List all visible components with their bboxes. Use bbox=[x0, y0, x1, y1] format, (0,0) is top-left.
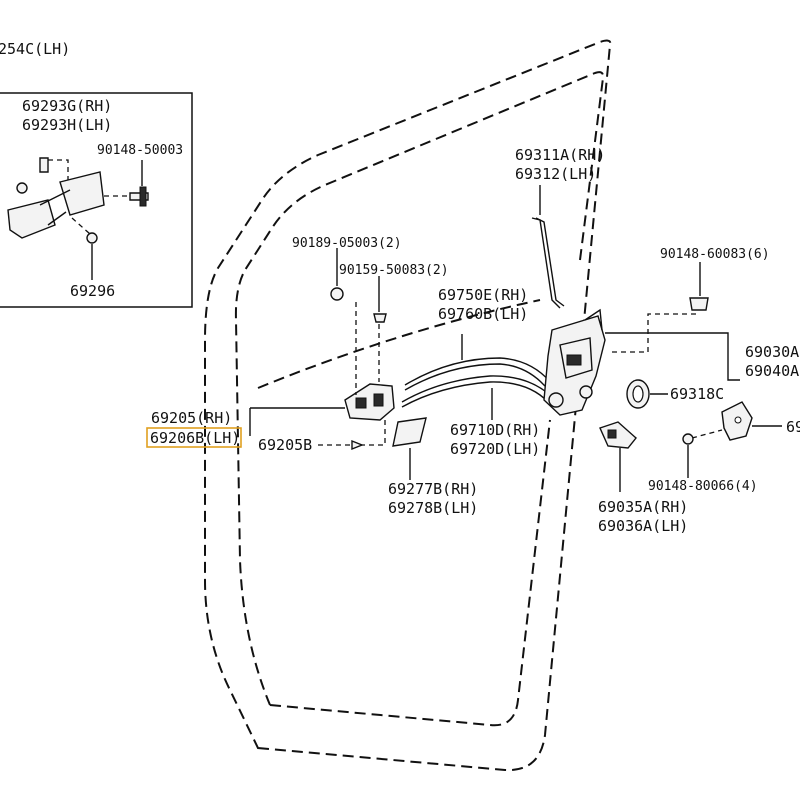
label-cable-rh: 69750E(RH) bbox=[438, 286, 528, 304]
striker-screw-dash bbox=[691, 429, 723, 439]
cable-upper bbox=[404, 357, 556, 389]
label-cable2-lh: 69720D(LH) bbox=[450, 440, 540, 458]
label-rod-rh: 69311A(RH) bbox=[515, 146, 605, 164]
label-screw-bottom: 90148-80066(4) bbox=[648, 479, 758, 494]
lock-screw-dash bbox=[612, 313, 700, 353]
label-cable2-rh: 69710D(RH) bbox=[450, 421, 540, 439]
label-inset-bolt: 90148-50003 bbox=[97, 143, 183, 158]
label-pad-rh: 69277B(RH) bbox=[388, 480, 478, 498]
cable-upper-2 bbox=[404, 363, 551, 393]
label-inset-rh: 69293G(RH) bbox=[22, 97, 112, 115]
highlight-box bbox=[146, 427, 242, 448]
door-outer-outline bbox=[204, 39, 612, 772]
cable-lower-2 bbox=[401, 381, 549, 408]
lock-rod bbox=[531, 217, 561, 309]
inset-mechanism bbox=[7, 171, 105, 239]
striker-screw-icon bbox=[682, 433, 694, 445]
door-lock-assembly bbox=[543, 308, 606, 416]
handle-screw-dash bbox=[360, 420, 386, 446]
inset-clip-leader bbox=[48, 159, 69, 180]
label-clip-b: 90159-50083(2) bbox=[339, 263, 449, 278]
label-pad-lh: 69278B(LH) bbox=[388, 499, 478, 517]
label-washer: 69318C bbox=[670, 385, 724, 403]
door-inner-outline bbox=[234, 71, 605, 727]
lock-rod-2 bbox=[535, 217, 565, 307]
label-inset-lh: 69293H(LH) bbox=[22, 116, 112, 134]
label-screw-top: 90148-60083(6) bbox=[660, 247, 770, 262]
label-lock-rh: 69030A bbox=[745, 343, 799, 361]
inset-pin-leader bbox=[71, 217, 91, 235]
screw-top-icon bbox=[689, 297, 709, 311]
inside-handle bbox=[344, 383, 395, 421]
cable-lower bbox=[401, 375, 554, 403]
label-handle-lh-highlight[interactable]: 69206B(LH) bbox=[150, 429, 240, 447]
label-rod-lh: 69312(LH) bbox=[515, 165, 596, 183]
label-bracket-rh: 69035A(RH) bbox=[598, 498, 688, 516]
lock-leader bbox=[605, 332, 740, 381]
label-lock-lh: 69040A bbox=[745, 362, 799, 380]
washer-icon bbox=[626, 379, 650, 409]
clip-90189-icon bbox=[330, 287, 344, 301]
label-handle-screw: 69205B bbox=[258, 436, 312, 454]
label-clip-a: 90189-05003(2) bbox=[292, 236, 402, 251]
clip-90159-icon bbox=[373, 313, 387, 323]
label-cable-lh: 69760B(LH) bbox=[438, 305, 528, 323]
handle-screw-icon bbox=[351, 439, 364, 451]
label-inset-bottom: 69296 bbox=[70, 282, 115, 300]
inset-pin-icon bbox=[86, 232, 98, 244]
handle-leader bbox=[249, 407, 345, 436]
label-striker-partial: 69 bbox=[786, 418, 800, 436]
label-bracket-lh: 69036A(LH) bbox=[598, 517, 688, 535]
window-line bbox=[257, 299, 541, 389]
label-top-left-part: 254C(LH) bbox=[0, 40, 70, 58]
label-handle-rh: 69205(RH) bbox=[151, 409, 232, 427]
inset-clip-icon bbox=[39, 157, 49, 173]
inset-bolt-icon bbox=[129, 186, 149, 207]
inset-frame bbox=[0, 92, 193, 308]
pad-icon bbox=[392, 417, 427, 447]
striker-icon bbox=[721, 401, 753, 441]
bracket-icon bbox=[599, 421, 637, 449]
